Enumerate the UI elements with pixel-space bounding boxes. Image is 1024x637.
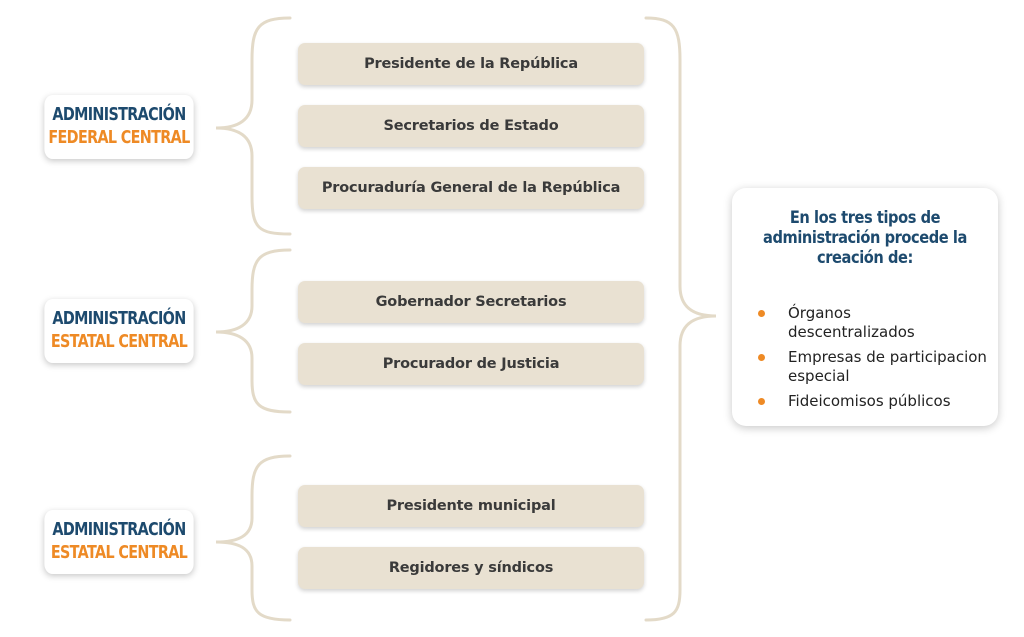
summary-title-line3: creación de: bbox=[817, 248, 913, 268]
summary-title-line1: En los tres tipos de bbox=[789, 208, 941, 228]
summary-title-line2: administración procede la bbox=[763, 228, 967, 248]
box-presidente-republica: Presidente de la República bbox=[298, 43, 644, 85]
summary-item: Empresas de participacion especial bbox=[752, 348, 988, 386]
summary-item: Fideicomisos públicos bbox=[752, 392, 992, 411]
brace-right bbox=[644, 16, 717, 622]
label-line2: FEDERAL CENTRAL bbox=[48, 128, 190, 148]
brace-municipal bbox=[215, 454, 292, 622]
box-regidores-sindicos: Regidores y síndicos bbox=[298, 547, 644, 589]
bullet-dot-icon bbox=[758, 310, 765, 317]
summary-title: En los tres tipos de administración proc… bbox=[751, 208, 980, 268]
box-secretarios-estado: Secretarios de Estado bbox=[298, 105, 644, 147]
label-estatal-central: ADMINISTRACIÓN ESTATAL CENTRAL bbox=[44, 299, 194, 363]
label-line1: ADMINISTRACIÓN bbox=[52, 309, 186, 329]
brace-federal bbox=[215, 16, 292, 236]
label-line1: ADMINISTRACIÓN bbox=[52, 520, 186, 540]
box-procurador-justicia: Procurador de Justicia bbox=[298, 343, 644, 385]
label-line1: ADMINISTRACIÓN bbox=[52, 105, 186, 125]
box-procuraduria-general: Procuraduría General de la República bbox=[298, 167, 644, 209]
summary-item-text: Fideicomisos públicos bbox=[788, 392, 951, 410]
label-line2: ESTATAL CENTRAL bbox=[50, 332, 188, 352]
box-gobernador-secretarios: Gobernador Secretarios bbox=[298, 281, 644, 323]
summary-item: Órganos descentralizados bbox=[752, 304, 958, 342]
label-line2: ESTATAL CENTRAL bbox=[50, 543, 188, 563]
summary-card: En los tres tipos de administración proc… bbox=[732, 188, 998, 426]
label-federal-central: ADMINISTRACIÓN FEDERAL CENTRAL bbox=[44, 95, 194, 159]
summary-item-text: Órganos descentralizados bbox=[788, 304, 915, 341]
bullet-dot-icon bbox=[758, 398, 765, 405]
summary-item-text: Empresas de participacion especial bbox=[788, 348, 987, 385]
bullet-dot-icon bbox=[758, 354, 765, 361]
label-estatal-central-municipal: ADMINISTRACIÓN ESTATAL CENTRAL bbox=[44, 510, 194, 574]
brace-estatal bbox=[215, 248, 292, 414]
summary-list: Órganos descentralizados Empresas de par… bbox=[752, 304, 992, 411]
box-presidente-municipal: Presidente municipal bbox=[298, 485, 644, 527]
